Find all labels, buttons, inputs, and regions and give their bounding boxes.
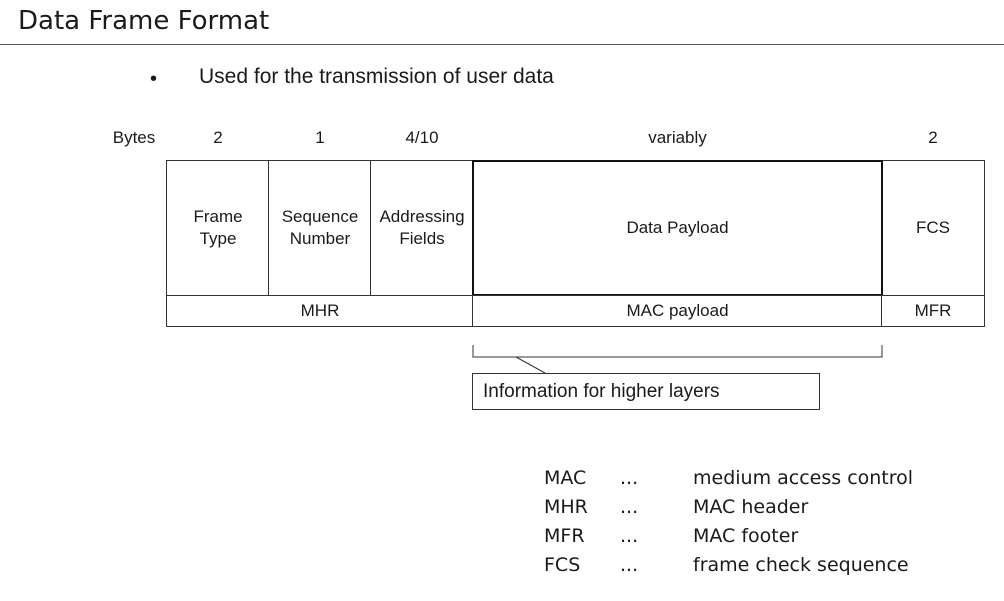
byte-count-frame-type: 2 xyxy=(213,128,223,147)
field-data-payload: Data Payload xyxy=(472,160,883,296)
byte-count-fcs: 2 xyxy=(928,128,938,147)
bullet-text: Used for the transmission of user data xyxy=(199,65,554,88)
legend-meaning: medium access control xyxy=(693,467,914,489)
legend-separator: ... xyxy=(620,467,639,489)
legend-abbr: MAC xyxy=(544,467,587,489)
group-mac-payload: MAC payload xyxy=(472,295,883,327)
group-mhr: MHR xyxy=(166,295,474,327)
legend-meaning: MAC header xyxy=(693,496,809,518)
bullet-icon: • xyxy=(150,68,158,90)
legend-meaning: MAC footer xyxy=(693,525,799,547)
legend-separator: ... xyxy=(620,525,639,547)
byte-count-sequence-number: 1 xyxy=(315,128,325,147)
bytes-label: Bytes xyxy=(112,128,156,147)
byte-count-data-payload: variably xyxy=(648,128,707,147)
legend-abbr: MFR xyxy=(544,525,585,547)
byte-count-addressing-fields: 4/10 xyxy=(405,128,439,147)
slide-title: Data Frame Format xyxy=(18,6,270,36)
legend-separator: ... xyxy=(620,496,639,518)
legend-meaning: frame check sequence xyxy=(693,554,909,576)
title-divider xyxy=(0,44,1004,45)
group-mfr: MFR xyxy=(881,295,985,327)
legend-abbr: MHR xyxy=(544,496,588,518)
legend-separator: ... xyxy=(620,554,639,576)
higher-layers-callout: Information for higher layers xyxy=(472,373,820,410)
field-fcs: FCS xyxy=(881,160,985,296)
legend-abbr: FCS xyxy=(544,554,581,576)
